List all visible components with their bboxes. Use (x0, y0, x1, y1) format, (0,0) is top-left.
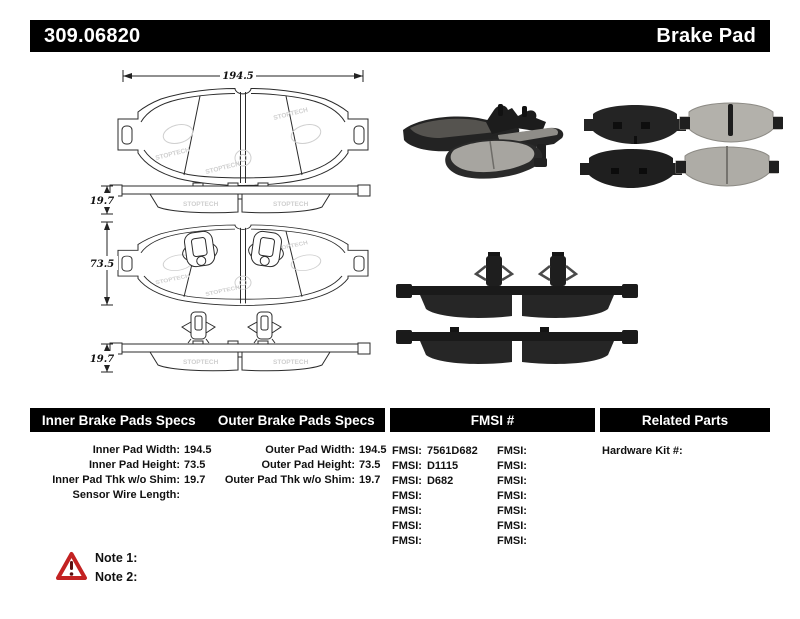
photo-pads-flat (580, 102, 783, 188)
pad-front-view-inner (117, 224, 369, 307)
table-row: Hardware Kit #: (602, 445, 683, 457)
related-parts-table: Hardware Kit #: (602, 444, 687, 459)
product-name: Brake Pad (656, 24, 756, 47)
retaining-pin-right (247, 311, 282, 344)
table-row: FMSI: (497, 445, 527, 457)
table-row: Inner Pad Thk w/o Shim: 19.7 (52, 474, 206, 486)
inner-specs-table: Inner Pad Width: 194.5 Inner Pad Height:… (30, 443, 240, 503)
table-row: FMSI:D682 (392, 475, 454, 487)
table-row: Outer Pad Width: 194.5 (265, 444, 387, 456)
dimension-pad-width: 194.5 (122, 68, 364, 83)
photo-pads-angled (403, 104, 564, 179)
pad-side-view-2 (109, 340, 371, 372)
table-row: FMSI: (497, 475, 527, 487)
table-row: FMSI: (392, 535, 422, 547)
table-row: FMSI:7561D682 (392, 445, 478, 457)
fmsi-title: FMSI # (470, 412, 515, 428)
fmsi-header-bar: FMSI # (390, 408, 595, 432)
dimension-pad-thickness-top: 19.7 (88, 185, 118, 215)
dim-thickness-top-label: 19.7 (90, 196, 114, 207)
table-row: FMSI: (497, 460, 527, 472)
fmsi-column-2: FMSI: FMSI: FMSI: FMSI: FMSI: FMSI: FMSI… (497, 444, 597, 549)
dimension-pad-thickness-bottom: 19.7 (88, 343, 118, 373)
table-row: FMSI: (497, 505, 527, 517)
retaining-pin-left (181, 311, 216, 344)
specs-header-bar: Inner Brake Pads Specs Outer Brake Pads … (30, 408, 385, 432)
dimension-pad-height: 73.5 (88, 221, 118, 306)
outer-specs-title: Outer Brake Pads Specs (217, 412, 375, 428)
note-1: Note 1: (95, 551, 138, 565)
part-number: 309.06820 (44, 24, 141, 47)
table-row: FMSI:D1115 (392, 460, 459, 472)
pad-front-view-outer (117, 88, 369, 186)
table-row: FMSI: (497, 535, 527, 547)
table-row: Inner Pad Height: 73.5 (88, 459, 206, 471)
related-parts-header-bar: Related Parts (600, 408, 770, 432)
table-row: Inner Pad Width: 194.5 (92, 444, 212, 456)
dim-height-label: 73.5 (90, 259, 114, 270)
dim-thickness-bottom-label: 19.7 (90, 354, 114, 365)
table-row: Outer Pad Height: 73.5 (261, 459, 381, 471)
table-row: FMSI: (497, 490, 527, 502)
table-row: Outer Pad Thk w/o Shim: 19.7 (224, 474, 381, 486)
table-row: FMSI: (497, 520, 527, 532)
related-parts-title: Related Parts (641, 412, 729, 428)
outer-specs-table: Outer Pad Width: 194.5 Outer Pad Height:… (205, 443, 390, 488)
table-row: FMSI: (392, 520, 422, 532)
pad-side-view-1 (109, 182, 371, 214)
inner-specs-title: Inner Brake Pads Specs (41, 412, 196, 428)
warning-triangle-icon (56, 552, 87, 580)
dim-width-label: 194.5 (222, 71, 253, 82)
table-row: Sensor Wire Length: (72, 489, 180, 501)
photo-pads-edge (396, 252, 638, 364)
fmsi-column-1: FMSI:7561D682 FMSI:D1115 FMSI:D682 FMSI:… (392, 444, 492, 549)
technical-drawing: STOPTECH STOPTECH STOPTECH STOPTECH STOP… (88, 68, 371, 373)
table-row: FMSI: (392, 505, 422, 517)
note-2: Note 2: (95, 570, 138, 584)
header-bar: 309.06820 Brake Pad (30, 20, 770, 52)
table-row: FMSI: (392, 490, 422, 502)
